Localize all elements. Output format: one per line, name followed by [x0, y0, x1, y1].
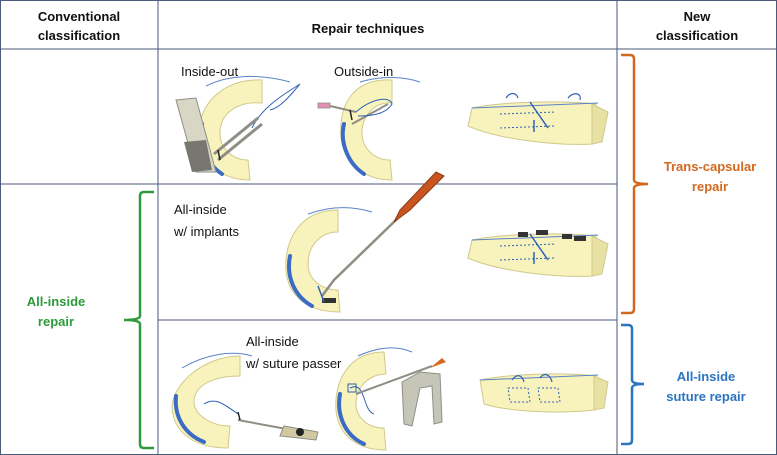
tissue-block-icon	[467, 92, 609, 145]
header-conventional-line1: Conventional	[38, 9, 120, 24]
meniscus-suture-passer-icon	[171, 352, 319, 449]
tissue-block-implant-icon	[467, 230, 609, 277]
all-inside-suture-line2: suture repair	[666, 389, 745, 404]
label-outside-in: Outside-in	[334, 64, 393, 79]
label-inside-out: Inside-out	[181, 64, 238, 79]
meniscus-suture-passer2-icon	[335, 347, 446, 451]
all-inside-suture-line1: All-inside	[677, 369, 736, 384]
trans-capsular-line2: repair	[692, 179, 728, 194]
label-implants-line1: All-inside	[174, 202, 227, 217]
all-inside-repair-line1: All-inside	[27, 294, 86, 309]
meniscus-implant-icon	[285, 171, 445, 313]
all-inside-suture-brace	[621, 323, 645, 446]
header-new-line2: classification	[656, 28, 738, 43]
trans-capsular-line1: Trans-capsular	[664, 159, 757, 174]
meniscus-inside-out-icon	[175, 75, 301, 181]
header-new-line1: New	[684, 9, 712, 24]
label-suture-passer-line2: w/ suture passer	[245, 356, 342, 371]
all-inside-repair-line2: repair	[38, 314, 74, 329]
trans-capsular-brace	[621, 53, 649, 315]
meniscus-outside-in-icon	[317, 77, 421, 181]
label-suture-passer-line1: All-inside	[246, 334, 299, 349]
header-conventional-line2: classification	[38, 28, 120, 43]
all-inside-repair-brace	[123, 190, 154, 450]
label-implants-line2: w/ implants	[173, 224, 240, 239]
header-repair-techniques: Repair techniques	[312, 21, 425, 36]
tissue-block-passer-icon	[479, 373, 609, 413]
